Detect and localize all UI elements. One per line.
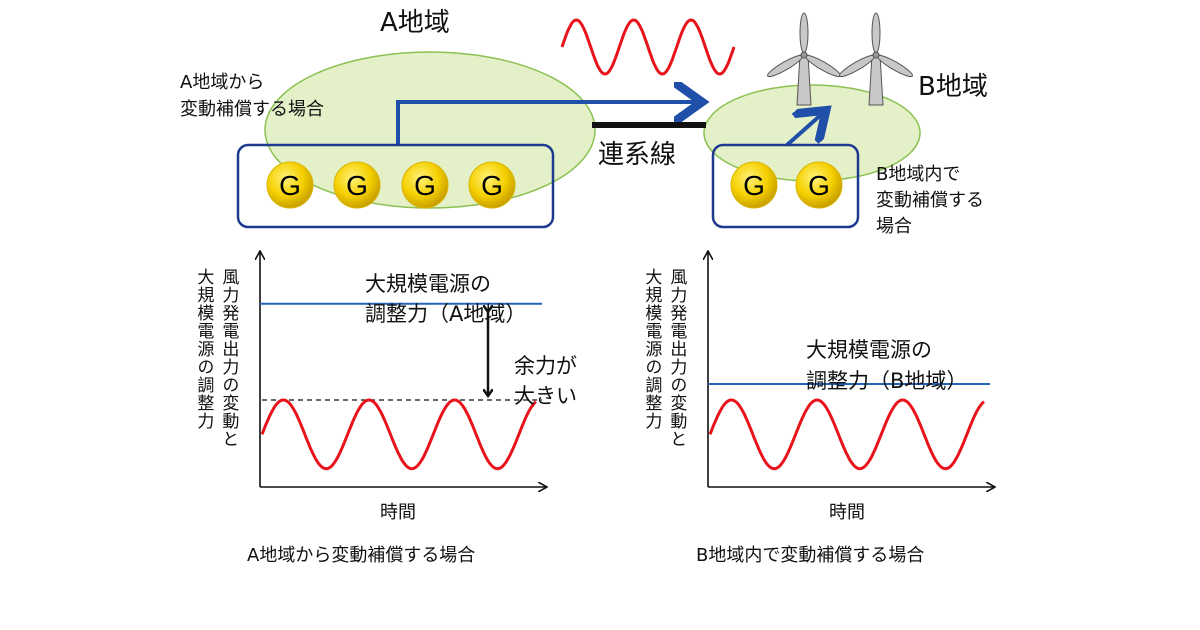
svg-text:G: G (743, 170, 765, 201)
case-b-label-line3: 場合 (876, 216, 912, 237)
chart-right (708, 252, 994, 487)
interconnect-label: 連系線 (598, 140, 677, 170)
transfer-arrow-a-to-b (396, 102, 698, 145)
local-compensation-arrow-b (785, 113, 823, 147)
generator-icon: G (795, 161, 843, 209)
chart-right-ylabel-col1: 風力発電出力の変動と (666, 268, 687, 448)
case-a-label-line1: A地域から (180, 72, 265, 93)
chart-left-caption: A地域から変動補償する場合 (247, 545, 476, 566)
wind-fluctuation-wave-icon (560, 18, 736, 76)
chart-right-ylabel-col2: 大規模電源の調整力 (641, 268, 662, 430)
chart-right-capacity-label-line2: 調整力（B地域） (806, 369, 968, 393)
wind-turbine-icon (839, 12, 913, 106)
wind-output-wave-a (260, 398, 537, 471)
case-b-label-line1: B地域内で (876, 164, 961, 185)
wind-output-wave-b (708, 398, 985, 471)
case-a-label-line2: 変動補償する場合 (180, 99, 324, 120)
svg-text:G: G (414, 170, 436, 201)
case-b-label-line2: 変動補償する (876, 190, 984, 211)
svg-text:G: G (346, 170, 368, 201)
chart-left-capacity-label-line1: 大規模電源の (365, 272, 491, 296)
chart-right-capacity-label-line1: 大規模電源の (806, 338, 932, 362)
wind-turbine-icon (767, 12, 841, 106)
svg-text:G: G (808, 170, 830, 201)
svg-text:G: G (481, 170, 503, 201)
chart-left-ylabel-col2: 大規模電源の調整力 (193, 268, 214, 430)
chart-right-caption: B地域内で変動補償する場合 (696, 545, 925, 566)
region-a-label: A地域 (380, 8, 450, 38)
generator-icon: G (266, 161, 314, 209)
region-b-label: B地域 (918, 72, 988, 102)
generator-group-b-box (711, 143, 860, 229)
generator-icon: G (401, 161, 449, 209)
chart-left (260, 252, 546, 487)
generator-icon: G (468, 161, 516, 209)
generator-icon: G (333, 161, 381, 209)
margin-label-line2: 大きい (514, 384, 577, 408)
generator-icon: G (730, 161, 778, 209)
margin-label-line1: 余力が (514, 354, 577, 378)
chart-right-xlabel: 時間 (829, 502, 865, 523)
svg-text:G: G (279, 170, 301, 201)
chart-left-ylabel-col1: 風力発電出力の変動と (218, 268, 239, 448)
chart-left-xlabel: 時間 (380, 502, 416, 523)
chart-left-capacity-label-line2: 調整力（A地域） (365, 302, 527, 326)
generator-group-a-box (236, 143, 555, 229)
